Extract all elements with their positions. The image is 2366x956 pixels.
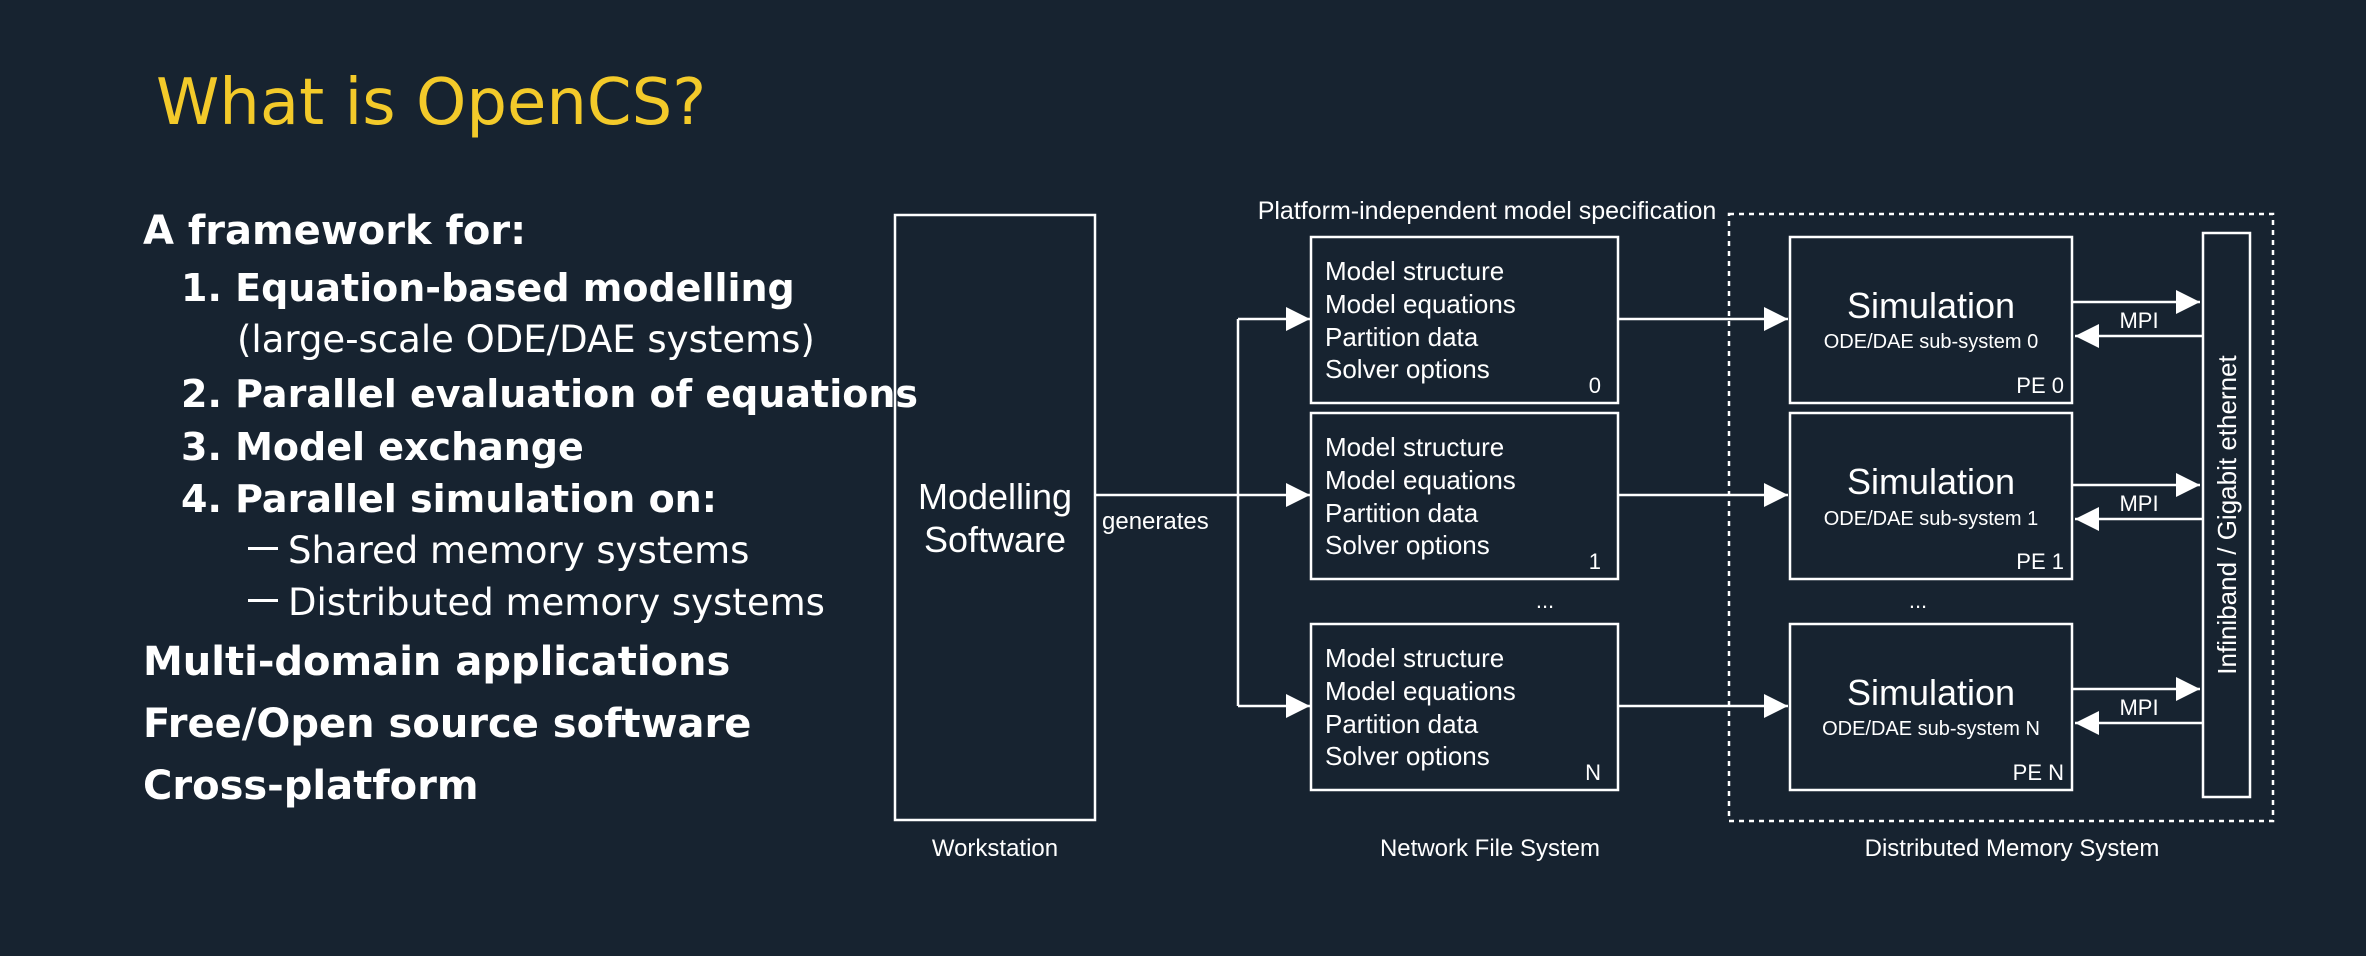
spec-line-equations: Model equations — [1325, 289, 1516, 319]
mpi-label: MPI — [2119, 491, 2158, 516]
simulation-subsystem: ODE/DAE sub-system 0 — [1824, 331, 2039, 353]
distributed-memory-label: Distributed memory systems — [288, 581, 825, 624]
nfs-label: Network File System — [1380, 835, 1600, 862]
simulation-subsystem: ODE/DAE sub-system 1 — [1824, 508, 2039, 530]
network-label: Infiniband / Gigabit ethernet — [2212, 355, 2242, 675]
workstation-box — [893, 213, 1097, 822]
framework-heading: A framework for: — [143, 208, 527, 254]
spec-line-solver: Solver options — [1325, 530, 1490, 560]
mpi-link-1: MPI — [2072, 473, 2203, 531]
list-item-shared-memory: Shared memory systems — [248, 529, 749, 572]
dash-marker — [248, 547, 278, 550]
dash-marker — [248, 599, 278, 602]
spec-box-n: Model structure Model equations Partitio… — [1309, 622, 1620, 792]
simulation-box-0: Simulation ODE/DAE sub-system 0 PE 0 — [1788, 235, 2074, 405]
spec-box-0: Model structure Model equations Partitio… — [1309, 235, 1620, 405]
mpi-label: MPI — [2119, 695, 2158, 720]
list-item-parallel-evaluation: 2. Parallel evaluation of equations — [181, 372, 919, 416]
spec-index: N — [1585, 760, 1601, 785]
simulation-ellipsis: ... — [1909, 588, 1927, 613]
spec-line-equations: Model equations — [1325, 676, 1516, 706]
network-bar — [2201, 231, 2252, 799]
list-item-equation-modelling: 1. Equation-based modelling — [181, 266, 795, 310]
list-item-distributed-memory: Distributed memory systems — [248, 581, 825, 624]
pe-label: PE 1 — [2016, 549, 2064, 574]
page-title: What is OpenCS? — [156, 66, 707, 140]
list-item-multi-domain: Multi-domain applications — [143, 639, 731, 685]
shared-memory-label: Shared memory systems — [288, 529, 750, 572]
spec-line-partition: Partition data — [1325, 498, 1479, 528]
spec-line-partition: Partition data — [1325, 322, 1479, 352]
mpi-link-0: MPI — [2072, 290, 2203, 348]
spec-label: Platform-independent model specification — [1258, 197, 1717, 225]
spec-index: 0 — [1589, 373, 1601, 398]
spec-line-solver: Solver options — [1325, 741, 1490, 771]
spec-line-equations: Model equations — [1325, 465, 1516, 495]
spec-line-structure: Model structure — [1325, 643, 1504, 673]
distributed-memory-region — [1727, 212, 2275, 823]
workstation-label: Workstation — [932, 835, 1058, 862]
workstation-box-line2: Software — [924, 519, 1066, 560]
mpi-link-n: MPI — [2072, 677, 2203, 735]
list-item-parallel-simulation: 4. Parallel simulation on: — [181, 477, 717, 521]
workstation-box-line1: Modelling — [918, 476, 1072, 517]
spec-line-structure: Model structure — [1325, 432, 1504, 462]
list-item-equation-modelling-detail: (large-scale ODE/DAE systems) — [237, 318, 815, 361]
pe-label: PE 0 — [2016, 373, 2064, 398]
simulation-box-n: Simulation ODE/DAE sub-system N PE N — [1788, 622, 2074, 792]
generates-label: generates — [1102, 508, 1209, 535]
dms-label: Distributed Memory System — [1865, 835, 2160, 862]
simulation-subsystem: ODE/DAE sub-system N — [1822, 718, 2040, 740]
pe-label: PE N — [2013, 760, 2064, 785]
spec-line-solver: Solver options — [1325, 354, 1490, 384]
simulation-title: Simulation — [1847, 672, 2015, 713]
spec-line-partition: Partition data — [1325, 709, 1479, 739]
spec-box-1: Model structure Model equations Partitio… — [1309, 411, 1620, 581]
list-item-open-source: Free/Open source software — [143, 701, 752, 747]
spec-index: 1 — [1589, 549, 1601, 574]
spec-line-structure: Model structure — [1325, 256, 1504, 286]
simulation-title: Simulation — [1847, 461, 2015, 502]
simulation-title: Simulation — [1847, 285, 2015, 326]
list-item-cross-platform: Cross-platform — [143, 763, 479, 809]
list-item-model-exchange: 3. Model exchange — [181, 425, 584, 469]
spec-ellipsis: ... — [1536, 588, 1554, 613]
simulation-box-1: Simulation ODE/DAE sub-system 1 PE 1 — [1788, 411, 2074, 581]
mpi-label: MPI — [2119, 308, 2158, 333]
